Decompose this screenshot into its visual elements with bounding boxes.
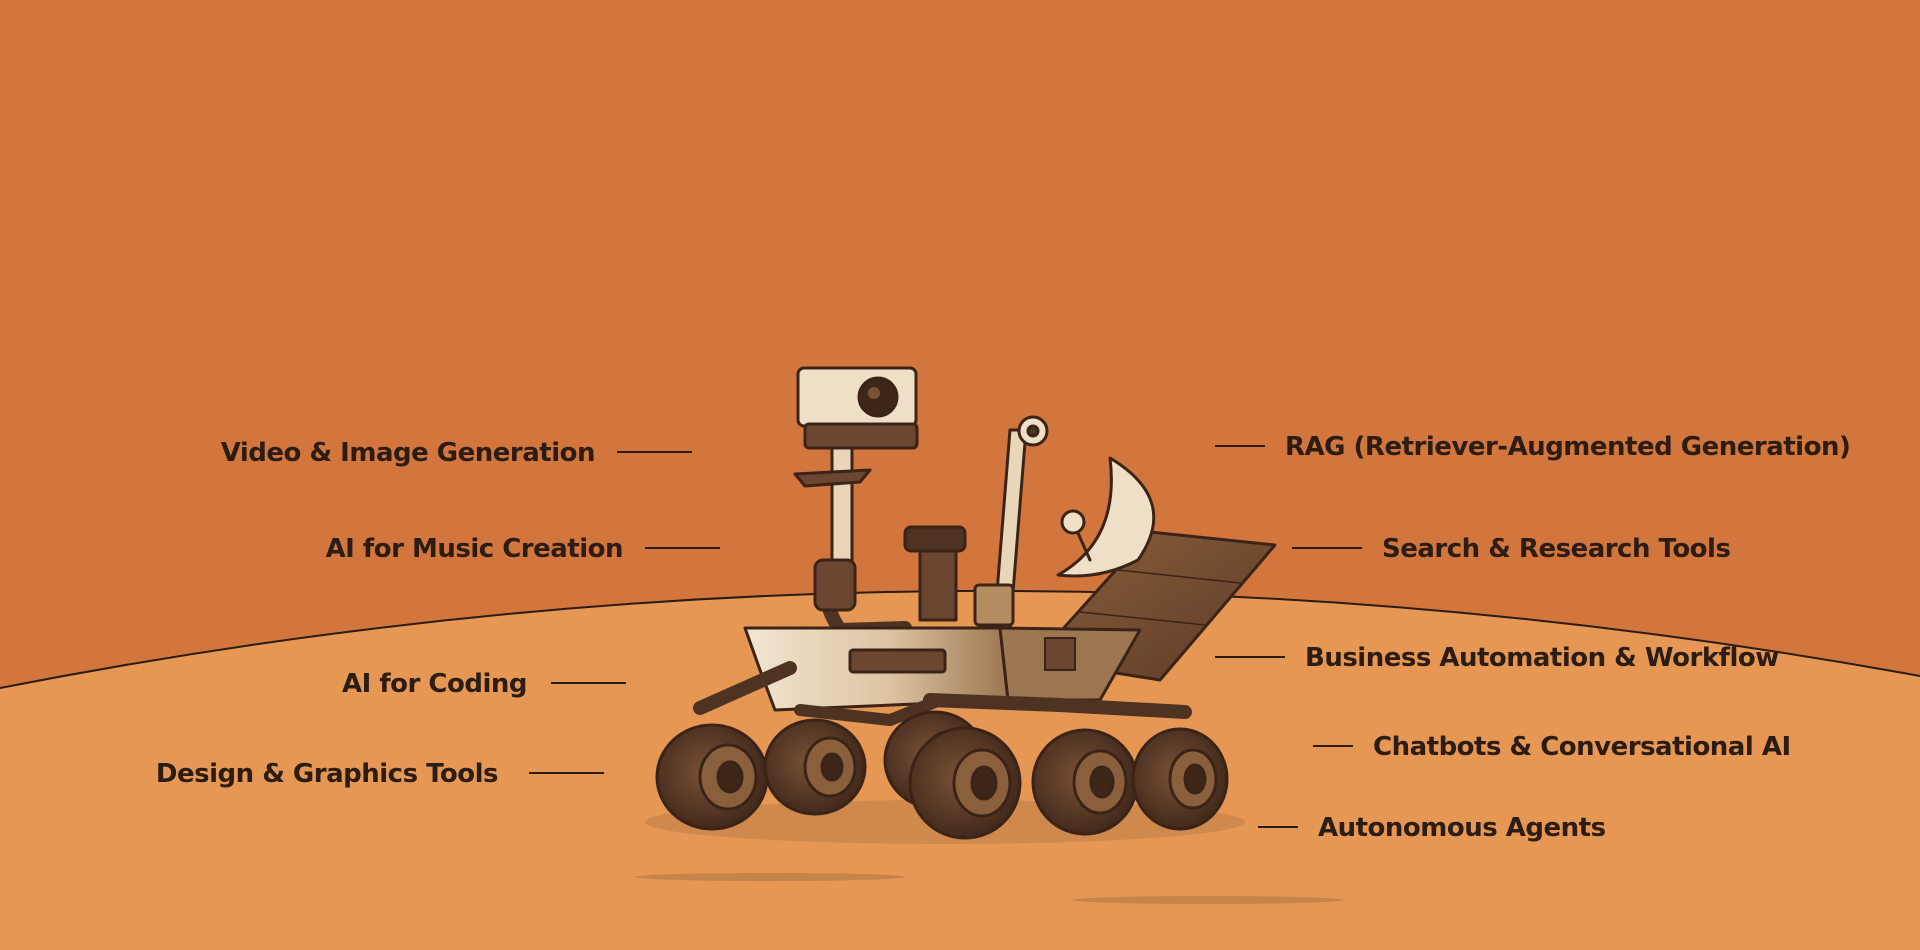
label-ai-music-creation: AI for Music Creation [325, 534, 624, 564]
leader-line [1292, 547, 1362, 549]
wheel [1031, 728, 1139, 836]
leader-line [551, 682, 626, 684]
wheel [1131, 727, 1229, 831]
wheel [655, 723, 769, 831]
leader-line [1313, 745, 1353, 747]
suspension-arm [693, 661, 797, 715]
leader-line [617, 451, 692, 453]
label-autonomous-agents: Autonomous Agents [1318, 813, 1606, 843]
label-business-automation-workflow: Business Automation & Workflow [1305, 643, 1779, 673]
label-chatbots-conversational-ai: Chatbots & Conversational AI [1373, 732, 1791, 762]
leader-line [529, 772, 604, 774]
wheel [908, 726, 1022, 840]
ground-shadow [1073, 896, 1343, 904]
leader-line [1258, 826, 1298, 828]
sensor-tower [918, 543, 958, 622]
wheel [763, 718, 867, 816]
label-video-image-generation: Video & Image Generation [220, 438, 596, 468]
label-design-graphics-tools: Design & Graphics Tools [155, 759, 499, 789]
label-rag: RAG (Retriever-Augmented Generation) [1285, 432, 1851, 462]
ground-shadow [635, 873, 905, 881]
dish-antenna-icon [1056, 456, 1156, 578]
leader-line [1215, 445, 1265, 447]
leader-line [645, 547, 720, 549]
leader-line [1215, 656, 1285, 658]
rover-illustration [655, 366, 1277, 840]
horizon-line [0, 589, 1920, 689]
label-search-research-tools: Search & Research Tools [1382, 534, 1731, 564]
label-ai-coding: AI for Coding [342, 669, 527, 699]
